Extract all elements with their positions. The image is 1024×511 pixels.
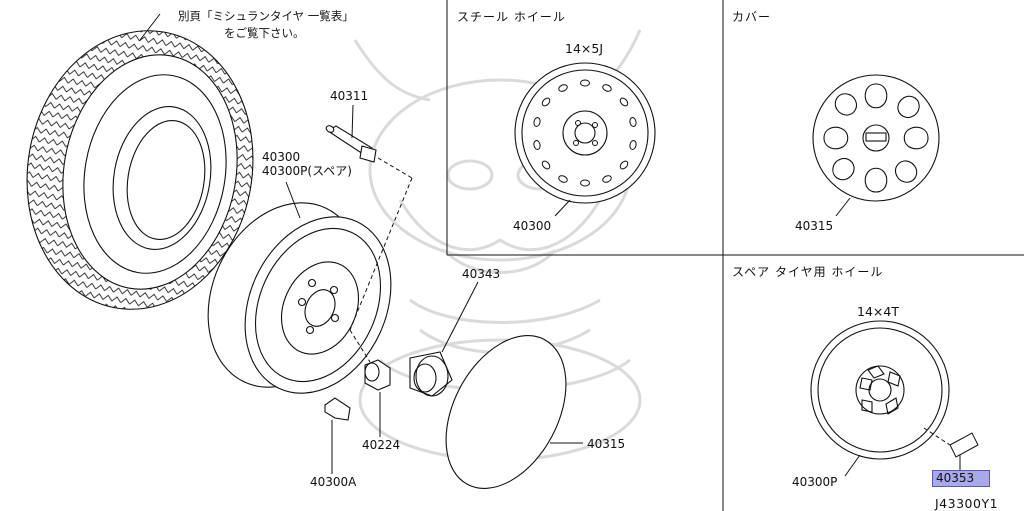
part-label-cover[interactable]: 40315 (587, 437, 626, 451)
diagram-id: J43300Y1 (935, 496, 999, 511)
part-label-center-cap[interactable]: 40343 (462, 267, 501, 281)
spare-wheel-size: 14×4T (857, 304, 899, 319)
tire-note-line2: をご覧下さい。 (224, 26, 305, 40)
tire-drawing (26, 30, 254, 310)
steel-wheel-leader-line (554, 199, 571, 217)
nut-dashed-line (349, 329, 371, 363)
cover-panel-drawing (812, 74, 940, 202)
panel-borders (446, 0, 1024, 511)
part-label-wheel[interactable]: 40300 (262, 150, 301, 164)
center-cap-drawing (409, 351, 453, 397)
part-label-valve[interactable]: 40311 (330, 89, 369, 103)
main-wheel-drawing (207, 202, 392, 394)
part-label-wheel-spare[interactable]: 40300P(スペア) (262, 164, 352, 178)
cover-part-label[interactable]: 40315 (795, 219, 834, 233)
balance-weight-drawing (324, 397, 351, 421)
wheel-leader-line (285, 181, 301, 219)
steel-wheel-size: 14×5J (565, 41, 604, 56)
cover-title: カバー (732, 10, 772, 24)
steel-wheel-drawing (514, 62, 656, 204)
cover-flat-drawing (445, 335, 567, 489)
cap-leader-line (441, 281, 479, 353)
valve-dashed-line-b (349, 177, 413, 331)
part-label-nut[interactable]: 40224 (362, 438, 401, 452)
highlighted-part-label[interactable]: 40353 (936, 471, 975, 485)
spare-wheel-part-label[interactable]: 40300P (792, 475, 838, 489)
cover-panel-leader-line (835, 197, 851, 217)
lug-nut-drawing (364, 359, 391, 391)
valve-stem-drawing (325, 125, 377, 163)
part-label-weight[interactable]: 40300A (310, 475, 357, 489)
steel-wheel-title: スチール ホイール (457, 10, 566, 24)
valve-leader-line (351, 104, 354, 139)
spare-label-sticker (949, 432, 979, 458)
spare-wheel-title: スペア タイヤ用 ホイール (732, 265, 884, 279)
highlighted-part-box[interactable] (932, 470, 990, 487)
spare-wheel-drawing (810, 320, 950, 460)
valve-dashed-line-a (377, 157, 413, 179)
tire-note-line1: 別頁「ミシュランタイヤ 一覧表」 (178, 9, 354, 23)
spare-sticker-dashed-line (923, 427, 951, 446)
spare-wheel-leader-line (844, 454, 861, 477)
steel-wheel-part-label[interactable]: 40300 (513, 219, 552, 233)
tire-leader-line (139, 13, 161, 41)
